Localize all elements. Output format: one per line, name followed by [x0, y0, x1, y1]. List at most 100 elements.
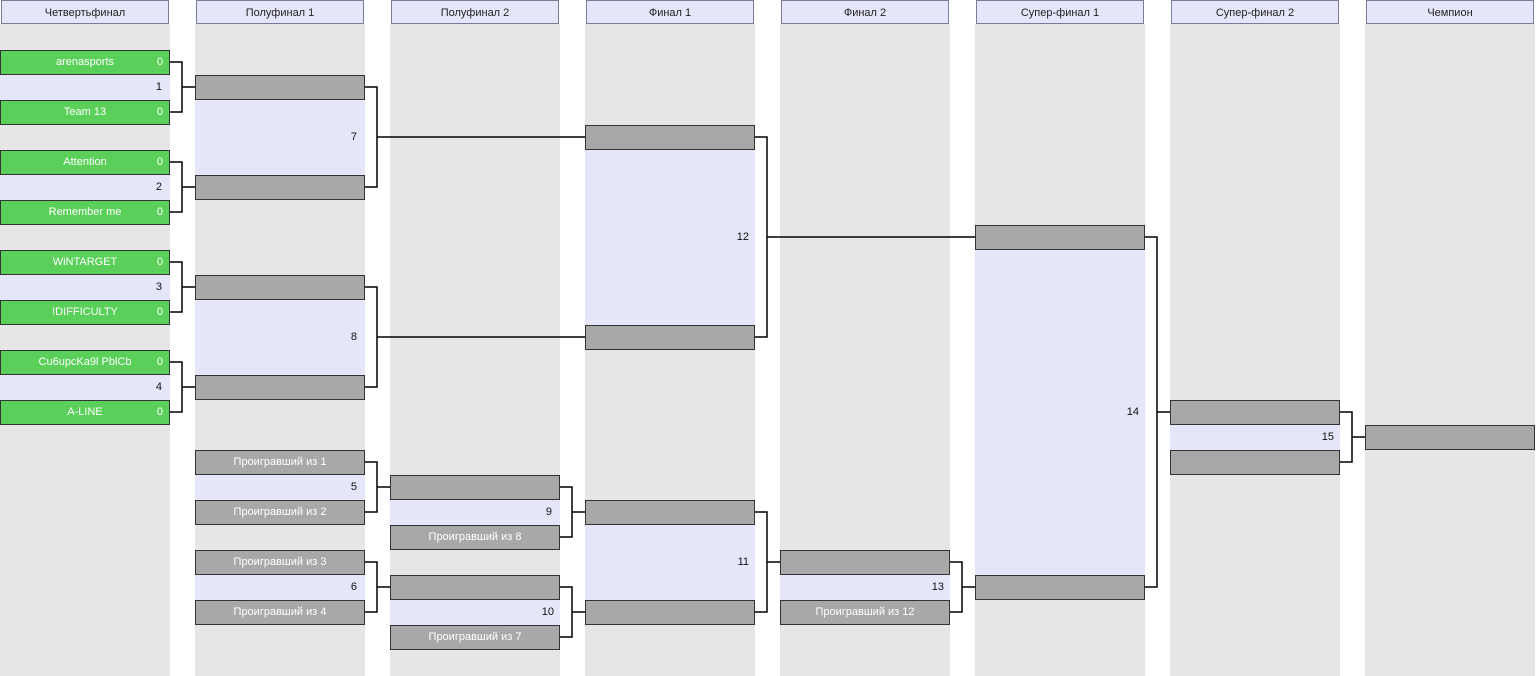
- match-5-body: [195, 475, 365, 500]
- connector-m15: [1340, 411, 1365, 463]
- match-14-number: 14: [1126, 406, 1139, 418]
- match-1-number: 1: [155, 81, 162, 93]
- column-header-semifinal-1: Полуфинал 1: [196, 0, 364, 24]
- match-7-body: [195, 100, 365, 175]
- slot-label: Проигравший из 4: [233, 606, 327, 618]
- match-5-top-slot[interactable]: Проигравший из 1: [195, 450, 365, 475]
- match-2-bottom-slot[interactable]: Remember me 0: [0, 200, 170, 225]
- match-3-body: [0, 275, 170, 300]
- connector-m9: [560, 486, 585, 538]
- team-score: 0: [156, 356, 163, 368]
- match-3-number: 3: [155, 281, 162, 293]
- connector-m6: [365, 561, 390, 613]
- column-header-final-1: Финал 1: [586, 0, 754, 24]
- match-7-bottom-slot[interactable]: [195, 175, 365, 200]
- match-9-bottom-slot[interactable]: Проигравший из 8: [390, 525, 560, 550]
- team-name: WiNTARGET: [52, 256, 118, 268]
- match-11-number: 11: [737, 556, 749, 568]
- match-8-top-slot[interactable]: [195, 275, 365, 300]
- connector-m13: [950, 561, 975, 613]
- match-15-top-slot[interactable]: [1170, 400, 1340, 425]
- team-name: A-LINE: [67, 406, 103, 418]
- team-name: Remember me: [48, 206, 122, 218]
- slot-label: Проигравший из 7: [428, 631, 522, 643]
- match-2-body: [0, 175, 170, 200]
- match-13-number: 13: [931, 581, 944, 593]
- team-name: Cu6upcKa9l PblCb: [38, 356, 132, 368]
- match-11-body: [585, 525, 755, 600]
- team-score: 0: [156, 256, 163, 268]
- match-13-top-slot[interactable]: [780, 550, 950, 575]
- match-5-number: 5: [350, 481, 357, 493]
- match-4-top-slot[interactable]: Cu6upcKa9l PblCb 0: [0, 350, 170, 375]
- match-12-number: 12: [736, 231, 749, 243]
- slot-label: Проигравший из 12: [815, 606, 915, 618]
- team-name: Attention: [63, 156, 107, 168]
- match-14-top-slot[interactable]: [975, 225, 1145, 250]
- match-14-bottom-slot[interactable]: [975, 575, 1145, 600]
- match-6-top-slot[interactable]: Проигравший из 3: [195, 550, 365, 575]
- connector-m10: [560, 586, 585, 638]
- column-header-final-2: Финал 2: [781, 0, 949, 24]
- match-14-body: [975, 250, 1145, 575]
- match-1-top-slot[interactable]: arenasports 0: [0, 50, 170, 75]
- match-4-number: 4: [155, 381, 162, 393]
- slot-label: Проигравший из 3: [233, 556, 327, 568]
- match-9-number: 9: [545, 506, 552, 518]
- team-name: arenasports: [55, 56, 115, 68]
- match-13-body: [780, 575, 950, 600]
- match-6-bottom-slot[interactable]: Проигравший из 4: [195, 600, 365, 625]
- team-score: 0: [156, 306, 163, 318]
- match-3-bottom-slot[interactable]: !DIFFICULTY 0: [0, 300, 170, 325]
- match-1-bottom-slot[interactable]: Team 13 0: [0, 100, 170, 125]
- match-8-number: 8: [350, 331, 357, 343]
- slot-label: Проигравший из 2: [233, 506, 327, 518]
- team-score: 0: [156, 156, 163, 168]
- match-4-bottom-slot[interactable]: A-LINE 0: [0, 400, 170, 425]
- team-score: 0: [156, 56, 163, 68]
- match-15-number: 15: [1321, 431, 1334, 443]
- column-header-champion: Чемпион: [1366, 0, 1534, 24]
- match-12-top-slot[interactable]: [585, 125, 755, 150]
- team-name: Team 13: [63, 106, 107, 118]
- connector-m3: [170, 261, 195, 313]
- connector-m5: [365, 461, 390, 513]
- match-2-number: 2: [155, 181, 162, 193]
- champion-slot[interactable]: [1365, 425, 1535, 450]
- match-10-top-slot[interactable]: [390, 575, 560, 600]
- column-header-semifinal-2: Полуфинал 2: [391, 0, 559, 24]
- match-12-bottom-slot[interactable]: [585, 325, 755, 350]
- connector-m11: [755, 511, 780, 613]
- connector-m1: [170, 61, 195, 113]
- match-3-top-slot[interactable]: WiNTARGET 0: [0, 250, 170, 275]
- match-6-number: 6: [350, 581, 357, 593]
- slot-label: Проигравший из 1: [233, 456, 327, 468]
- team-score: 0: [156, 206, 163, 218]
- match-7-top-slot[interactable]: [195, 75, 365, 100]
- connector-m4: [170, 361, 195, 413]
- connector-m14: [1145, 236, 1170, 588]
- match-5-bottom-slot[interactable]: Проигравший из 2: [195, 500, 365, 525]
- match-2-top-slot[interactable]: Attention 0: [0, 150, 170, 175]
- match-11-top-slot[interactable]: [585, 500, 755, 525]
- column-header-superfinal-1: Супер-финал 1: [976, 0, 1144, 24]
- match-6-body: [195, 575, 365, 600]
- match-4-body: [0, 375, 170, 400]
- connector-m2: [170, 161, 195, 213]
- match-8-bottom-slot[interactable]: [195, 375, 365, 400]
- match-7-number: 7: [350, 131, 357, 143]
- match-11-bottom-slot[interactable]: [585, 600, 755, 625]
- slot-label: Проигравший из 8: [428, 531, 522, 543]
- column-header-quarterfinal: Четвертьфинал: [1, 0, 169, 24]
- match-10-bottom-slot[interactable]: Проигравший из 7: [390, 625, 560, 650]
- match-10-body: [390, 600, 560, 625]
- match-13-bottom-slot[interactable]: Проигравший из 12: [780, 600, 950, 625]
- match-15-bottom-slot[interactable]: [1170, 450, 1340, 475]
- match-9-body: [390, 500, 560, 525]
- match-1-body: [0, 75, 170, 100]
- team-score: 0: [156, 106, 163, 118]
- match-15-body: [1170, 425, 1340, 450]
- match-9-top-slot[interactable]: [390, 475, 560, 500]
- column-header-superfinal-2: Супер-финал 2: [1171, 0, 1339, 24]
- match-10-number: 10: [541, 606, 554, 618]
